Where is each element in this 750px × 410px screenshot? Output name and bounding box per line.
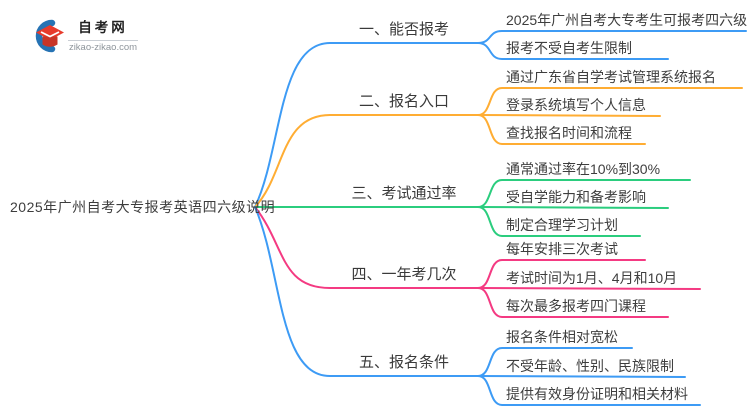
main-topic: 2025年广州自考大专报考英语四六级说明 [10,199,276,215]
branch-1-child-2: 报考不受自考生限制 [506,40,632,56]
branch-3-child-3: 制定合理学习计划 [506,217,618,233]
branch-2-child-3: 查找报名时间和流程 [506,125,632,141]
branch-4-child-1: 每年安排三次考试 [506,241,618,257]
branch-5-label: 五、报名条件 [358,354,449,371]
branch-2-child-3-line [477,114,646,145]
branch-3-child-2: 受自学能力和备考影响 [506,189,646,205]
branch-4-child-2-line [477,287,701,290]
branch-5-child-2: 不受年龄、性别、民族限制 [506,358,674,374]
branch-5-child-1: 报名条件相对宽松 [506,329,618,345]
branch-2-line [254,114,479,208]
branch-4-child-3: 每次最多报考四门课程 [506,298,646,314]
branch-2-label: 二、报名入口 [358,93,449,110]
branch-4-child-2: 考试时间为1月、4月和10月 [506,270,678,286]
branch-3-child-2-line [477,206,669,209]
branch-5-child-2-line [477,375,686,378]
branch-2-child-2-line [477,114,661,117]
branch-1-child-1: 2025年广州自考大专考生可报考四六级 [506,12,748,28]
branch-5-child-3: 提供有效身份证明和相关材料 [506,386,688,402]
branch-5-child-3-line [477,375,701,406]
branch-5-line [254,206,479,377]
branch-4-label: 四、一年考几次 [351,266,457,283]
branch-3-child-1: 通常通过率在10%到30% [506,161,661,177]
branch-2-child-2: 登录系统填写个人信息 [506,97,646,113]
branch-5-child-1-line [477,347,633,377]
branch-1-child-2-line [477,42,669,60]
site-logo[interactable]: 自考网 zikao-zikao.com [26,16,146,56]
logo-domain: zikao-zikao.com [68,42,138,53]
branch-4-line [254,206,479,289]
logo-title: 自考网 [78,20,128,35]
branch-4-child-3-line [477,287,669,318]
branch-4-child-1-line [477,259,646,289]
branch-3-child-3-line [477,206,641,237]
branch-3-label: 三、考试通过率 [351,185,457,202]
branch-1-label: 一、能否报考 [358,21,449,38]
graduation-cap-icon [35,19,64,53]
branch-1-line [254,42,479,208]
branch-2-child-1: 通过广东省自学考试管理系统报名 [506,69,716,85]
logo-divider [68,40,138,41]
